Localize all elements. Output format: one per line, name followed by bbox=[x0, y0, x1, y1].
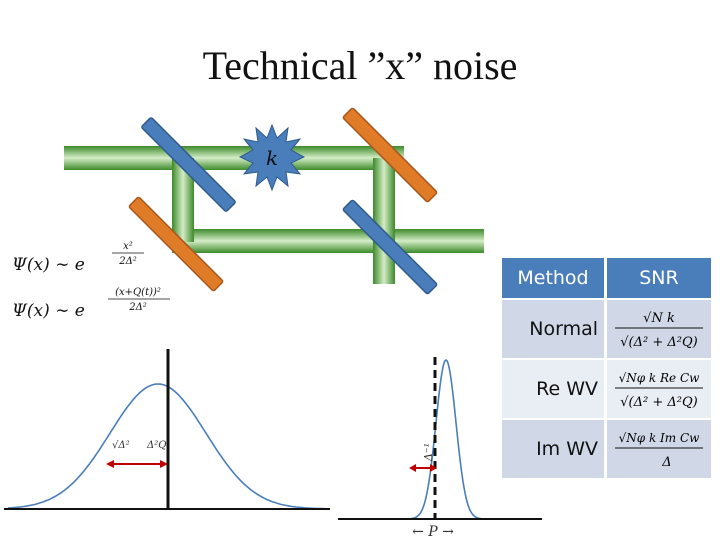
beamsplitter-bottom-left bbox=[128, 196, 224, 292]
snr-formula-normal: √N k √(Δ² + Δ²Q) bbox=[615, 311, 703, 350]
beam-right-vertical bbox=[373, 158, 395, 284]
snr-imwv-denominator: Δ bbox=[661, 455, 671, 470]
table-header-snr: SNR bbox=[607, 258, 711, 298]
phase-star-icon bbox=[238, 123, 306, 192]
right-width-arrowhead-left bbox=[409, 464, 416, 472]
left-width-label-a: √Δ² bbox=[112, 440, 130, 451]
beamsplitter-top-right bbox=[342, 107, 438, 203]
beam-upper bbox=[64, 146, 404, 170]
right-width-label: Δ⁻¹ bbox=[422, 443, 435, 462]
table-header-method: Method bbox=[502, 258, 604, 298]
right-gaussian-curve bbox=[407, 358, 486, 520]
psi-shifted-exp-den: 2Δ² bbox=[128, 302, 147, 313]
snr-normal-numerator: √N k bbox=[643, 311, 675, 326]
table-row-rewv-snr: √Nφ k Re Cw √(Δ² + Δ²Q) bbox=[607, 360, 711, 418]
left-width-label-b: Δ²Q bbox=[146, 440, 166, 451]
snr-rewv-denominator: √(Δ² + Δ²Q) bbox=[620, 395, 697, 410]
snr-table: Method SNR Normal √N k √(Δ² + Δ²Q) Re WV… bbox=[502, 258, 711, 478]
psi-unshifted-exp-den: 2Δ² bbox=[118, 256, 137, 267]
snr-imwv-numerator: √Nφ k Im Cw bbox=[619, 431, 701, 445]
psi-unshifted-exp-num: x² bbox=[123, 241, 133, 252]
mirror-top-left bbox=[141, 117, 236, 212]
wavefunction-unshifted: Ψ(x) ∼ e x² 2Δ² bbox=[12, 241, 144, 275]
wavefunction-shifted: Ψ(x) ∼ e (x+Q(t))² 2Δ² bbox=[12, 287, 170, 321]
interferometer: k bbox=[64, 107, 484, 295]
snr-normal-denominator: √(Δ² + Δ²Q) bbox=[620, 335, 697, 350]
psi-shifted-lhs: Ψ(x) ∼ e bbox=[12, 301, 85, 321]
slide-title: Technical ”x” noise bbox=[202, 43, 518, 88]
table-row-imwv-method: Im WV bbox=[502, 420, 604, 478]
table-row-imwv-snr: √Nφ k Im Cw Δ bbox=[607, 420, 711, 478]
snr-formula-rewv: √Nφ k Re Cw √(Δ² + Δ²Q) bbox=[615, 371, 703, 410]
table-row-normal-snr: √N k √(Δ² + Δ²Q) bbox=[607, 300, 711, 358]
snr-rewv-numerator: √Nφ k Re Cw bbox=[619, 371, 701, 385]
phase-label: k bbox=[266, 146, 278, 170]
beam-lower bbox=[172, 229, 484, 253]
right-width-arrowhead-right bbox=[430, 464, 437, 472]
left-width-arrowhead-left bbox=[106, 460, 114, 468]
right-plot: Δ⁻¹ ← P → bbox=[338, 357, 542, 540]
psi-unshifted-lhs: Ψ(x) ∼ e bbox=[12, 255, 85, 275]
table-row-normal-method: Normal bbox=[502, 300, 604, 358]
mirror-bottom-right bbox=[342, 199, 438, 295]
snr-formula-imwv: √Nφ k Im Cw Δ bbox=[615, 431, 703, 470]
left-width-arrowhead-right bbox=[160, 460, 168, 468]
table-row-rewv-method: Re WV bbox=[502, 360, 604, 418]
left-plot: √Δ² Δ²Q bbox=[4, 349, 330, 510]
psi-shifted-exp-num: (x+Q(t))² bbox=[115, 287, 161, 298]
beam-left-vertical bbox=[172, 158, 194, 242]
right-axis-label: ← P → bbox=[412, 524, 454, 540]
